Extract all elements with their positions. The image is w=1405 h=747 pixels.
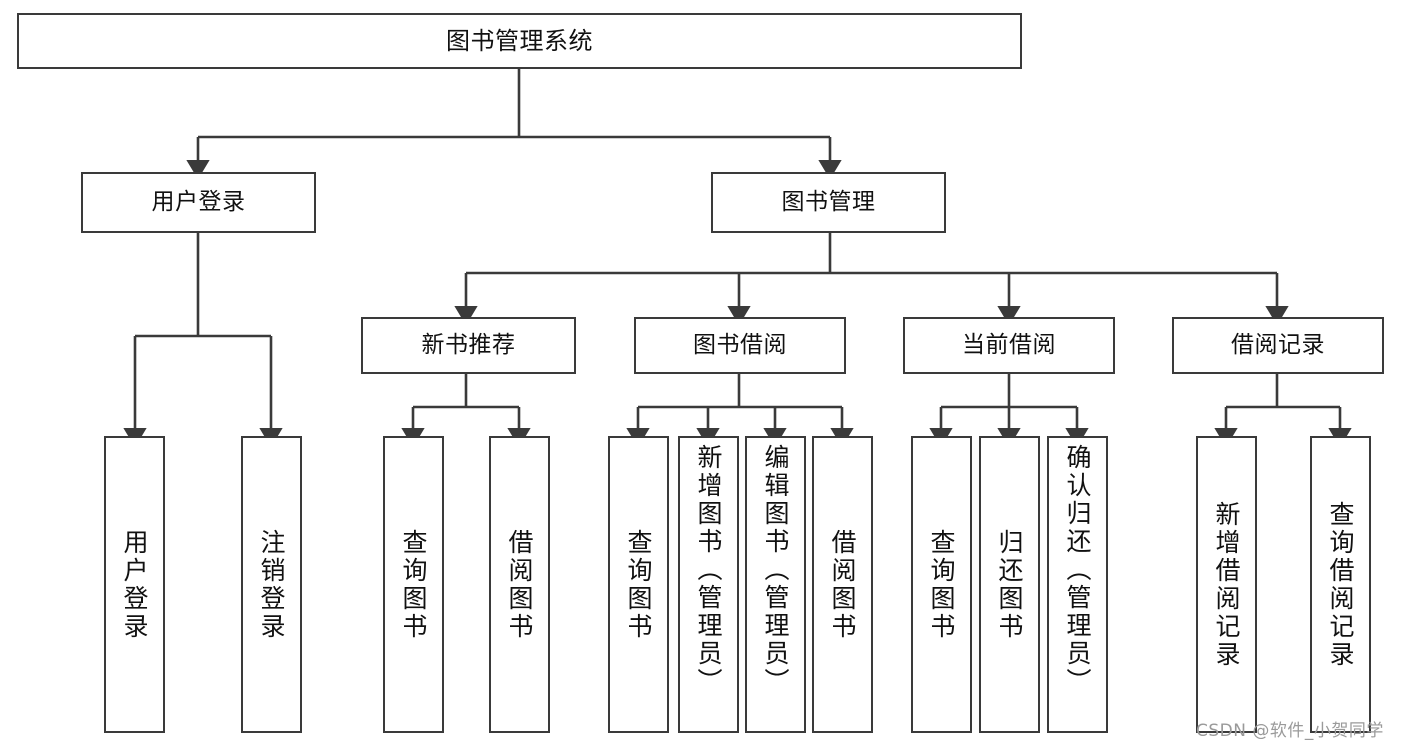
- node-user-login-label: 用户登录: [151, 188, 246, 215]
- node-leaf-confirm-return-admin[interactable]: 确认归还（管理员）: [1047, 436, 1108, 733]
- node-book-management-label: 图书管理: [781, 188, 876, 215]
- node-root-system[interactable]: 图书管理系统: [17, 13, 1022, 69]
- node-book-borrow[interactable]: 图书借阅: [634, 317, 846, 374]
- node-leaf-return-book-label: 归还图书: [995, 528, 1024, 641]
- node-borrow-record-label: 借阅记录: [1231, 331, 1325, 358]
- node-leaf-logout[interactable]: 注销登录: [241, 436, 302, 733]
- node-current-borrow[interactable]: 当前借阅: [903, 317, 1115, 374]
- node-leaf-edit-book-admin[interactable]: 编辑图书（管理员）: [745, 436, 806, 733]
- node-leaf-query-borrow-record[interactable]: 查询借阅记录: [1310, 436, 1371, 733]
- node-leaf-user-login[interactable]: 用户登录: [104, 436, 165, 733]
- node-leaf-query-borrow-record-label: 查询借阅记录: [1326, 500, 1355, 669]
- node-leaf-query-book-recommend-label: 查询图书: [399, 528, 428, 641]
- node-book-borrow-label: 图书借阅: [693, 331, 787, 358]
- node-leaf-edit-book-admin-label: 编辑图书（管理员）: [761, 444, 790, 696]
- node-leaf-query-book-current[interactable]: 查询图书: [911, 436, 972, 733]
- node-leaf-borrow-book-recommend[interactable]: 借阅图书: [489, 436, 550, 733]
- node-leaf-add-borrow-record[interactable]: 新增借阅记录: [1196, 436, 1257, 733]
- node-leaf-query-book-recommend[interactable]: 查询图书: [383, 436, 444, 733]
- node-borrow-record[interactable]: 借阅记录: [1172, 317, 1384, 374]
- node-leaf-borrow-book-label: 借阅图书: [828, 528, 857, 641]
- node-root-system-label: 图书管理系统: [446, 26, 593, 55]
- node-leaf-query-book-current-label: 查询图书: [927, 528, 956, 641]
- node-new-book-recommend[interactable]: 新书推荐: [361, 317, 576, 374]
- node-leaf-add-borrow-record-label: 新增借阅记录: [1212, 500, 1241, 669]
- node-leaf-add-book-admin[interactable]: 新增图书（管理员）: [678, 436, 739, 733]
- node-leaf-user-login-label: 用户登录: [120, 528, 149, 641]
- node-leaf-confirm-return-admin-label: 确认归还（管理员）: [1063, 444, 1092, 696]
- node-user-login[interactable]: 用户登录: [81, 172, 316, 233]
- node-leaf-borrow-book[interactable]: 借阅图书: [812, 436, 873, 733]
- node-book-management[interactable]: 图书管理: [711, 172, 946, 233]
- node-leaf-query-book-borrow-label: 查询图书: [624, 528, 653, 641]
- node-leaf-add-book-admin-label: 新增图书（管理员）: [694, 444, 723, 696]
- node-current-borrow-label: 当前借阅: [962, 331, 1056, 358]
- node-leaf-borrow-book-recommend-label: 借阅图书: [505, 528, 534, 641]
- node-leaf-query-book-borrow[interactable]: 查询图书: [608, 436, 669, 733]
- node-new-book-recommend-label: 新书推荐: [421, 331, 516, 358]
- node-leaf-return-book[interactable]: 归还图书: [979, 436, 1040, 733]
- node-leaf-logout-label: 注销登录: [257, 528, 286, 641]
- csdn-watermark: CSDN @软件_小贺同学: [1196, 721, 1384, 741]
